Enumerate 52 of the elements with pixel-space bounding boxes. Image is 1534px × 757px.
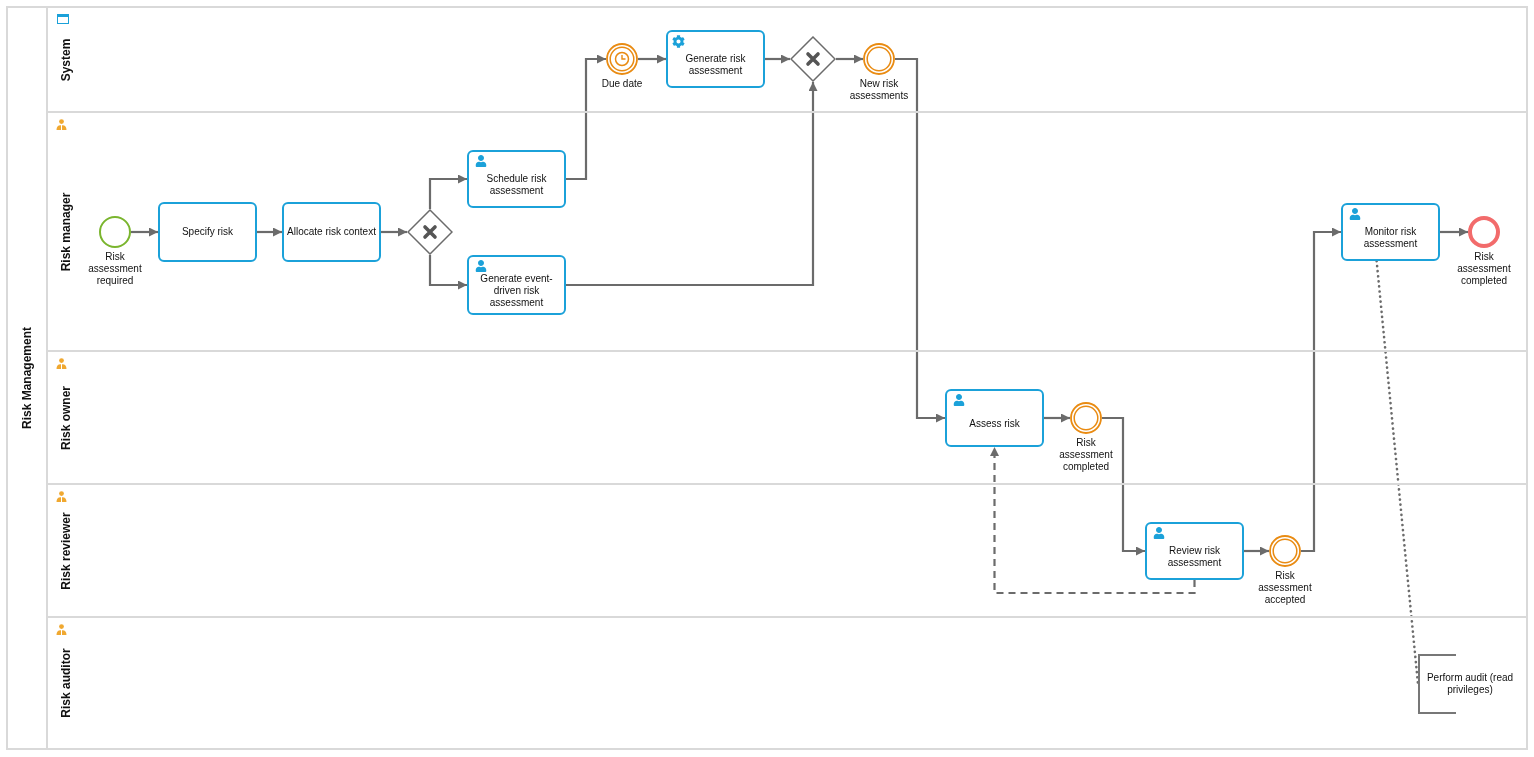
lane-label: System — [59, 38, 73, 82]
lane-label: Risk auditor — [59, 648, 73, 718]
flow-arrow — [1102, 416, 1145, 556]
task-label: Specify risk — [181, 226, 234, 238]
annotation-text: Perform audit (read privileges) — [1425, 672, 1515, 696]
user-task-box — [945, 389, 1044, 447]
task-label: Review risk assessment — [1166, 545, 1223, 569]
swimlane — [46, 111, 1528, 351]
event-label: Risk assessment accepted — [1257, 570, 1313, 606]
user-task-box — [467, 255, 566, 315]
flow-arrow — [1244, 546, 1269, 556]
flow-arrow — [1044, 413, 1070, 423]
pool — [6, 6, 1528, 750]
lane-label: Risk manager — [59, 192, 73, 272]
swimlane — [46, 616, 1528, 748]
event-label: Risk assessment completed — [1058, 437, 1114, 473]
pool-label: Risk Management — [20, 327, 34, 429]
dotted-line — [1375, 259, 1420, 686]
task-label: Assess risk — [969, 418, 1020, 430]
flow-arrow — [428, 174, 467, 209]
event-label: Due date — [600, 78, 644, 90]
flow-arrow — [428, 255, 467, 290]
service-task-box — [666, 30, 765, 88]
lane-label: Risk reviewer — [59, 512, 73, 590]
flow-arrow — [566, 82, 818, 287]
task-label: Schedule risk assessment — [485, 173, 548, 197]
user-task-box — [1145, 522, 1244, 580]
flow-arrow — [765, 54, 790, 64]
flow-arrow — [895, 57, 945, 423]
flow-arrow — [566, 54, 606, 181]
flow-arrow — [257, 227, 282, 237]
task-label: Allocate risk context — [287, 226, 376, 238]
user-task-box — [467, 150, 566, 208]
event-label: Risk assessment required — [87, 251, 143, 287]
lane-label: Risk owner — [59, 386, 73, 450]
swimlane — [46, 483, 1528, 617]
task-box — [282, 202, 381, 262]
flow-arrow — [381, 227, 407, 237]
task-label: Generate event-driven risk assessment — [479, 273, 554, 309]
user-task-box — [1341, 203, 1440, 261]
flow-arrow — [638, 54, 666, 64]
flow-arrow — [1301, 227, 1341, 553]
flow-arrow — [1440, 227, 1468, 237]
event-label: New risk assessments — [848, 78, 910, 102]
event-label: Risk assessment completed — [1456, 251, 1512, 287]
task-label: Generate risk assessment — [684, 53, 747, 77]
dashed-arrow — [990, 447, 1196, 595]
swimlane — [46, 350, 1528, 484]
task-label: Monitor risk assessment — [1362, 226, 1419, 250]
task-box — [158, 202, 257, 262]
flow-arrow — [836, 54, 863, 64]
flow-arrow — [131, 227, 158, 237]
